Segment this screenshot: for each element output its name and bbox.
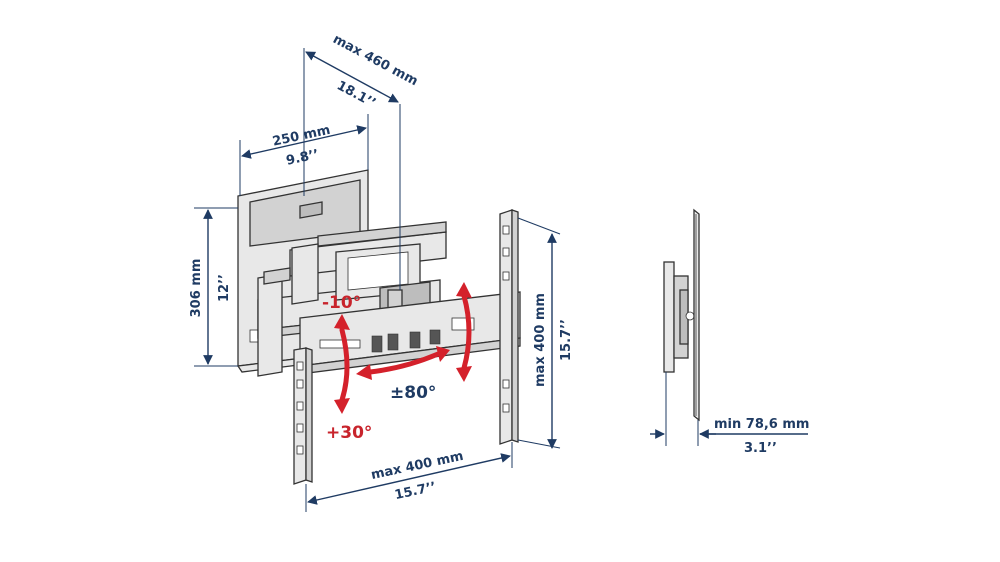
vesa-vertical-in-label: 15.7’’	[559, 319, 574, 361]
vesa-horizontal-mm-label: max 400 mm	[370, 449, 465, 483]
dimension-vesa-vertical: max 400 mm 15.7’’	[517, 217, 574, 449]
vesa-horizontal-in-label: 15.7’’	[393, 480, 437, 503]
vesa-left-arm	[293, 347, 313, 485]
wall-plate-width-mm-label: 250 mm	[271, 123, 332, 150]
vesa-vertical-mm-label: max 400 mm	[533, 293, 548, 387]
wall-plate-width-in-label: 9.8’’	[285, 147, 320, 169]
wall-plate-height-mm-label: 306 mm	[189, 259, 204, 318]
dimension-min-depth: min 78,6 mm 3.1’’	[650, 372, 809, 456]
mount-perspective-view: -10° +30° ±80°	[236, 169, 521, 485]
tilt-arrow-right	[456, 282, 472, 382]
wall-plate-height-in-label: 12’’	[217, 274, 232, 302]
min-depth-in-label: 3.1’’	[744, 441, 777, 456]
min-depth-mm-label: min 78,6 mm	[714, 417, 809, 432]
vesa-right-arm	[499, 209, 519, 445]
max-depth-in-label: 18.1’’	[334, 78, 378, 111]
dimension-vesa-horizontal: max 400 mm 15.7’’	[305, 442, 513, 512]
mount-side-view	[663, 208, 700, 422]
tilt-up-label: -10°	[322, 293, 361, 313]
swivel-label: ±80°	[390, 383, 436, 403]
tilt-arrow-left	[334, 314, 350, 414]
dimension-wall-plate-height: 306 mm 12’’	[189, 207, 238, 367]
swivel-arrow	[356, 346, 450, 380]
tilt-down-label: +30°	[326, 423, 372, 443]
